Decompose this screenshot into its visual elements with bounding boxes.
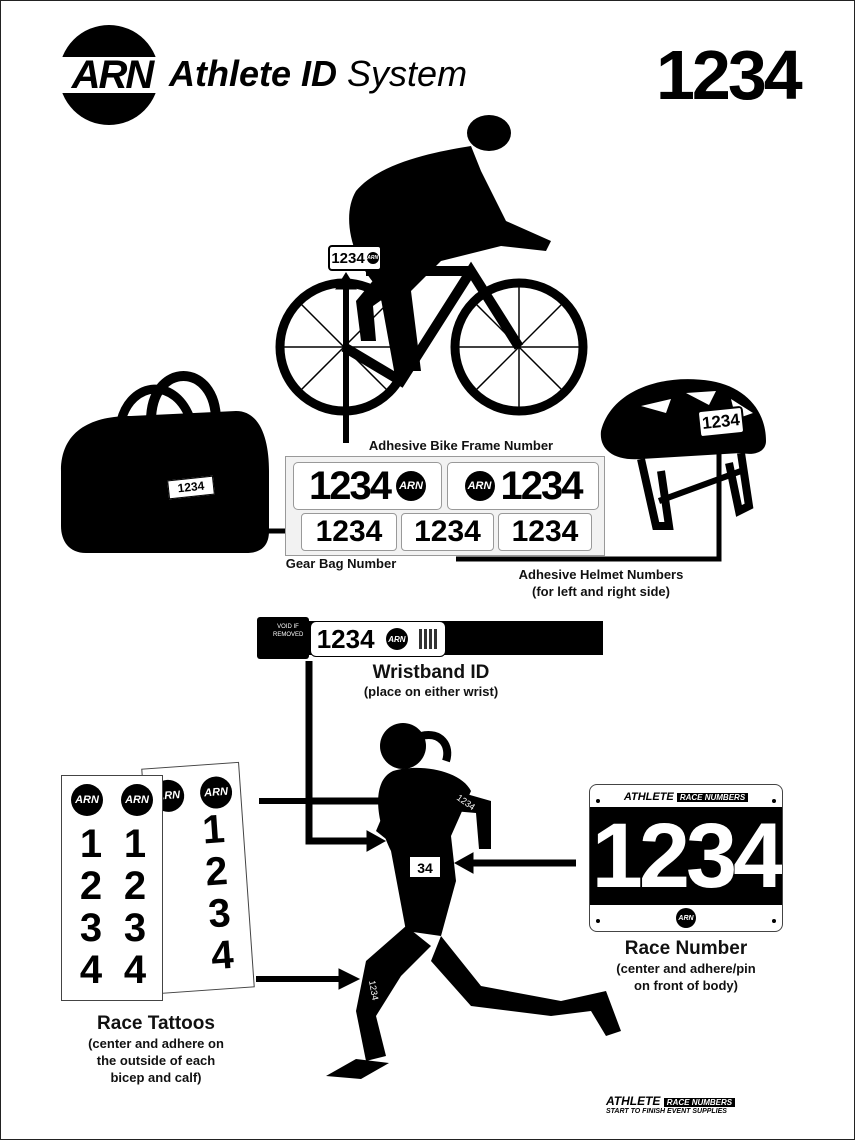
wristband-title: Wristband ID — [372, 662, 490, 683]
arn-logo-icon: ARN — [464, 471, 495, 501]
footer-logo: ATHLETE RACE NUMBERS START TO FINISH EVE… — [606, 1094, 766, 1115]
wristband-void-text: VOID IF REMOVED — [273, 624, 304, 638]
arn-logo-icon: ARN — [676, 908, 696, 928]
tattoo-digit: 1 — [200, 807, 227, 853]
bike-sticker-right-number: 1234 — [500, 463, 584, 508]
tattoo-digit: 4 — [79, 948, 103, 992]
race-number-sub2: on front of body) — [634, 978, 738, 993]
qr-code-icon — [419, 629, 440, 649]
bib-brand-name: ATHLETE — [623, 791, 674, 803]
small-sticker-1: 1234 — [301, 513, 397, 551]
tattoo-title: Race Tattoos — [97, 1013, 215, 1034]
helmet-tag: 1234 — [696, 405, 746, 439]
tattoo-digit: 1 — [123, 822, 147, 866]
tattoo-digit: 3 — [123, 906, 147, 950]
bike-sticker-right: ARN 1234 — [447, 462, 599, 510]
helmet-label-line1: Adhesive Helmet Numbers — [518, 567, 684, 582]
bike-frame-label: Adhesive Bike Frame Number — [368, 438, 554, 453]
wristband-label: 1234 ARN — [310, 621, 446, 657]
svg-text:1234: 1234 — [367, 980, 380, 1001]
bike-frame-tag: 1234 ARN — [328, 245, 382, 271]
bike-sticker-left: 1234 ARN — [293, 462, 442, 510]
footer-tagline: START TO FINISH EVENT SUPPLIES — [606, 1108, 727, 1115]
tattoo-digit: 2 — [79, 864, 103, 908]
bib-number: 1234 — [591, 805, 782, 907]
athlete-number: 1234 — [656, 36, 803, 114]
runner-silhouette: 34 1234 1234 — [326, 723, 621, 1079]
arn-logo-icon: ARN — [71, 784, 103, 816]
helmet-silhouette — [600, 379, 766, 530]
bike-frame-tag-number: 1234 — [331, 249, 365, 267]
wristband-tab — [257, 617, 309, 659]
bike-sticker-left-number: 1234 — [309, 463, 392, 508]
pin-hole — [772, 919, 776, 923]
wristband-number: 1234 — [316, 623, 375, 654]
footer-brand-sub: RACE NUMBERS — [663, 1098, 736, 1107]
tattoo-sub2: the outside of each — [96, 1053, 216, 1068]
tattoo-digit: 2 — [203, 848, 230, 895]
arn-logo-text: ARN — [71, 53, 155, 97]
title-bold: Athlete ID — [169, 53, 338, 94]
title-light: System — [347, 53, 468, 94]
svg-text:34: 34 — [417, 860, 433, 876]
tattoo-digits-col1: 1 2 3 4 — [73, 823, 109, 991]
footer-brand-line: ATHLETE RACE NUMBERS — [606, 1094, 766, 1108]
pin-hole — [596, 799, 600, 803]
pin-hole — [772, 799, 776, 803]
tattoo-sub1: (center and adhere on — [88, 1036, 224, 1051]
tattoo-digit: 2 — [123, 864, 147, 908]
tattoo-digits-col2: 1 2 3 4 — [117, 823, 153, 991]
tattoo-digit: 4 — [209, 932, 235, 979]
arn-logo-icon: ARN — [366, 252, 379, 264]
bib-brand: ATHLETE RACE NUMBERS — [590, 791, 782, 803]
tattoo-sheet-front: ARN ARN — [61, 775, 163, 1001]
gear-bag-silhouette — [61, 371, 269, 553]
tattoo-digit: 3 — [79, 906, 103, 950]
small-sticker-3: 1234 — [498, 513, 592, 551]
tattoo-digit: 1 — [79, 822, 103, 866]
tattoo-digit: 4 — [123, 948, 147, 992]
race-bib: ATHLETE RACE NUMBERS 1234 ARN — [589, 784, 783, 932]
tattoo-sub3: bicep and calf) — [110, 1070, 202, 1085]
page-title: Athlete ID System — [169, 53, 467, 95]
arrows — [182, 272, 728, 990]
helmet-label-line2: (for left and right side) — [532, 584, 670, 599]
race-number-title: Race Number — [624, 938, 748, 959]
bib-brand-sub: RACE NUMBERS — [676, 793, 749, 802]
bib-number-band: 1234 — [590, 807, 782, 905]
footer-brand: ATHLETE — [606, 1094, 661, 1108]
wristband-subtitle: (place on either wrist) — [363, 684, 499, 699]
arn-logo-icon: ARN — [385, 628, 408, 650]
arn-logo-icon: ARN — [199, 775, 234, 810]
pin-hole — [596, 919, 600, 923]
arn-logo-icon: ARN — [395, 471, 426, 501]
tattoo-digit: 3 — [206, 890, 233, 937]
small-sticker-2: 1234 — [401, 513, 494, 551]
arn-logo-icon: ARN — [121, 784, 153, 816]
cyclist-silhouette — [275, 115, 588, 416]
race-number-sub1: (center and adhere/pin — [616, 961, 756, 976]
gear-bag-label: Gear Bag Number — [285, 556, 397, 571]
